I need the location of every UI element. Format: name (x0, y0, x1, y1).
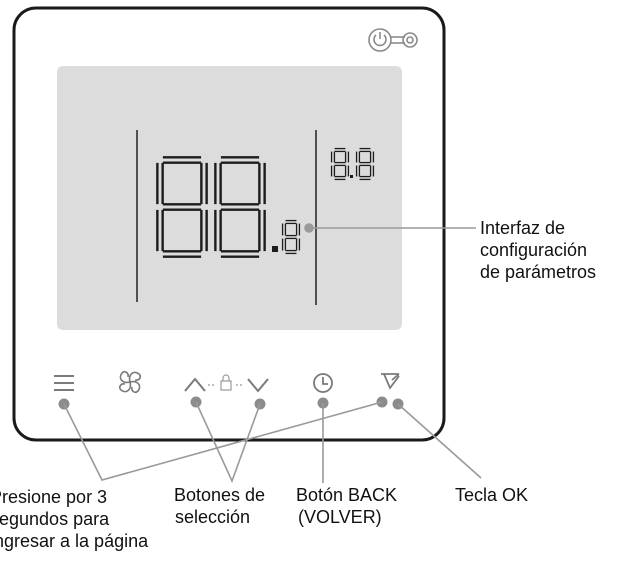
fan-icon[interactable] (118, 370, 142, 394)
callout-selection-line-2: selección (175, 507, 251, 527)
leader-press-hold (63, 401, 383, 481)
chevron-down-icon[interactable] (247, 378, 269, 393)
menu-icon[interactable] (54, 375, 74, 391)
small-digit-2 (355, 147, 375, 181)
callout-display-line-1: Interfaz de (480, 218, 566, 238)
callout-ok-line-1: Tecla OK (455, 485, 529, 505)
callout-display-interface: Interfaz de configuración de parámetros (480, 217, 596, 283)
main-digit-1 (156, 156, 208, 258)
decimal-point (272, 246, 278, 252)
lock-icon (208, 374, 244, 391)
small-digit-1 (330, 147, 350, 181)
callout-back-line-2: (VOLVER) (298, 507, 382, 527)
leader-lines (63, 223, 482, 484)
leader-selection (195, 401, 261, 484)
callout-press-line-3: ingresar a la página (0, 531, 149, 551)
lcd-screen (57, 66, 402, 330)
callout-display-line-3: de parámetros (480, 262, 597, 282)
chevron-up-icon[interactable] (184, 377, 206, 392)
callout-ok-key: Tecla OK (455, 484, 528, 506)
callout-back-button: Botón BACK (VOLVER) (296, 484, 397, 528)
callout-display-line-2: configuración (480, 240, 588, 260)
ok-icon[interactable] (381, 373, 400, 390)
main-digit-2 (214, 156, 266, 258)
power-key-icon[interactable] (368, 28, 418, 52)
leader-ok (397, 403, 482, 479)
leader-display-dot (304, 223, 314, 233)
clock-icon[interactable] (313, 373, 333, 393)
callout-press-hold: Presione por 3 segundos para ingresar a … (0, 486, 148, 552)
callout-press-line-1: Presione por 3 (0, 487, 108, 507)
callout-press-line-2: segundos para (0, 509, 110, 529)
callout-selection-line-1: Botones de (174, 485, 266, 505)
lcd-digits (156, 147, 375, 258)
decimal-digit (281, 219, 301, 255)
small-decimal-point (350, 175, 353, 178)
callout-back-line-1: Botón BACK (296, 485, 398, 505)
callout-selection-buttons: Botones de selección (174, 484, 265, 528)
